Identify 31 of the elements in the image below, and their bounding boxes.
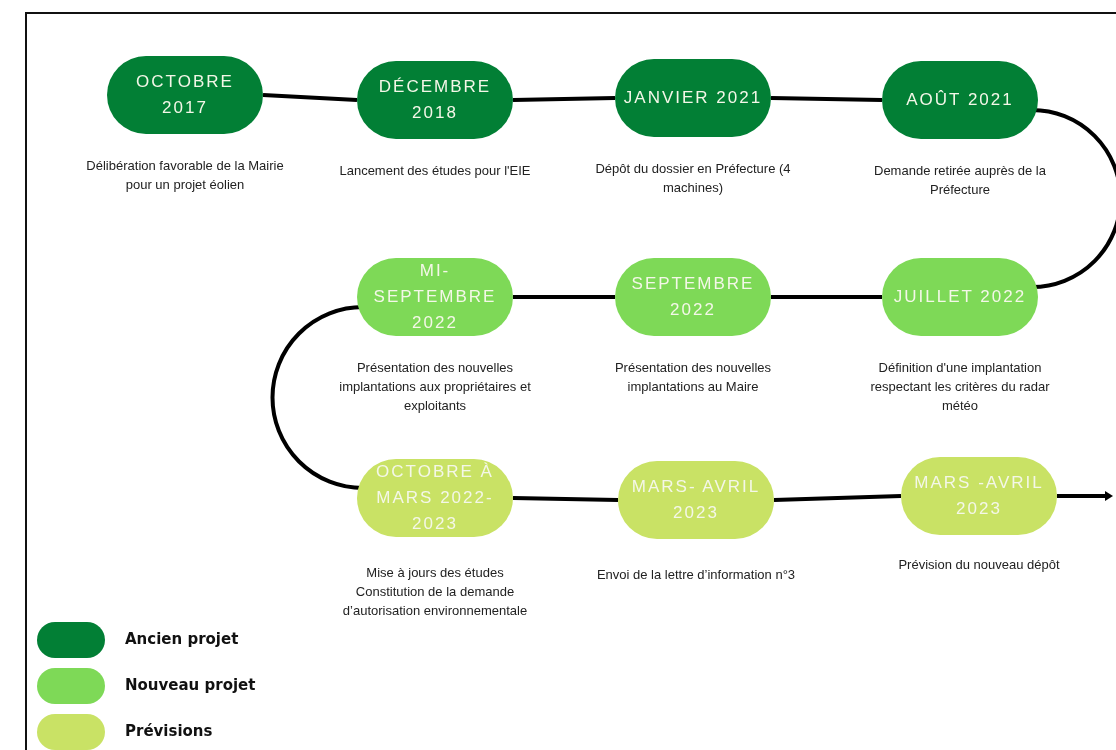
event-description: Demande retirée auprès de la Préfecture <box>873 162 1047 199</box>
event-description: Présentation des nouvelles implantations aux propriétaires et exploitants <box>338 359 532 415</box>
timeline-line <box>512 496 619 502</box>
event-description: Lancement des études pour l'EIE <box>338 162 532 180</box>
event-description: Présentation des nouvelles implantations au Maire <box>613 359 773 396</box>
arrow <box>1057 491 1113 501</box>
event-description: Dépôt du dossier en Préfecture (4 machines) <box>594 160 792 197</box>
timeline-line <box>262 93 358 102</box>
date-label: MARS- AVRIL 2023 <box>630 476 762 524</box>
date-label: OCTOBRE 2017 <box>135 71 235 119</box>
timeline-line <box>773 494 902 502</box>
event-description: Définition d'une implantation respectant les critères du radar météo <box>869 359 1051 415</box>
event-description: Prévision du nouveau dépôt <box>897 556 1061 574</box>
date-label: JUILLET 2022 <box>892 286 1028 308</box>
legend-label: Prévisions <box>125 722 213 740</box>
date-label: DÉCEMBRE 2018 <box>377 76 493 124</box>
date-label: MARS -AVRIL 2023 <box>913 472 1045 520</box>
event-description: Envoi de la lettre d’information n°3 <box>596 566 796 584</box>
event-description: Mise à jours des études Constitution de la demande d’autorisation environnementale <box>341 564 529 620</box>
timeline-line <box>513 295 615 299</box>
legend-label: Ancien projet <box>125 630 239 648</box>
date-label: MI- SEPTEMBRE 2022 <box>372 260 498 334</box>
date-label: AOÛT 2021 <box>905 89 1015 111</box>
timeline-line <box>512 96 616 102</box>
date-label: OCTOBRE À MARS 2022-2023 <box>375 461 495 535</box>
legend-label: Nouveau projet <box>125 676 256 694</box>
event-description: Délibération favorable de la Mairie pour un projet éolien <box>85 157 285 194</box>
date-label: JANVIER 2021 <box>622 87 764 109</box>
timeline-line <box>771 295 882 299</box>
timeline-line <box>770 96 883 102</box>
date-label: SEPTEMBRE 2022 <box>630 273 756 321</box>
